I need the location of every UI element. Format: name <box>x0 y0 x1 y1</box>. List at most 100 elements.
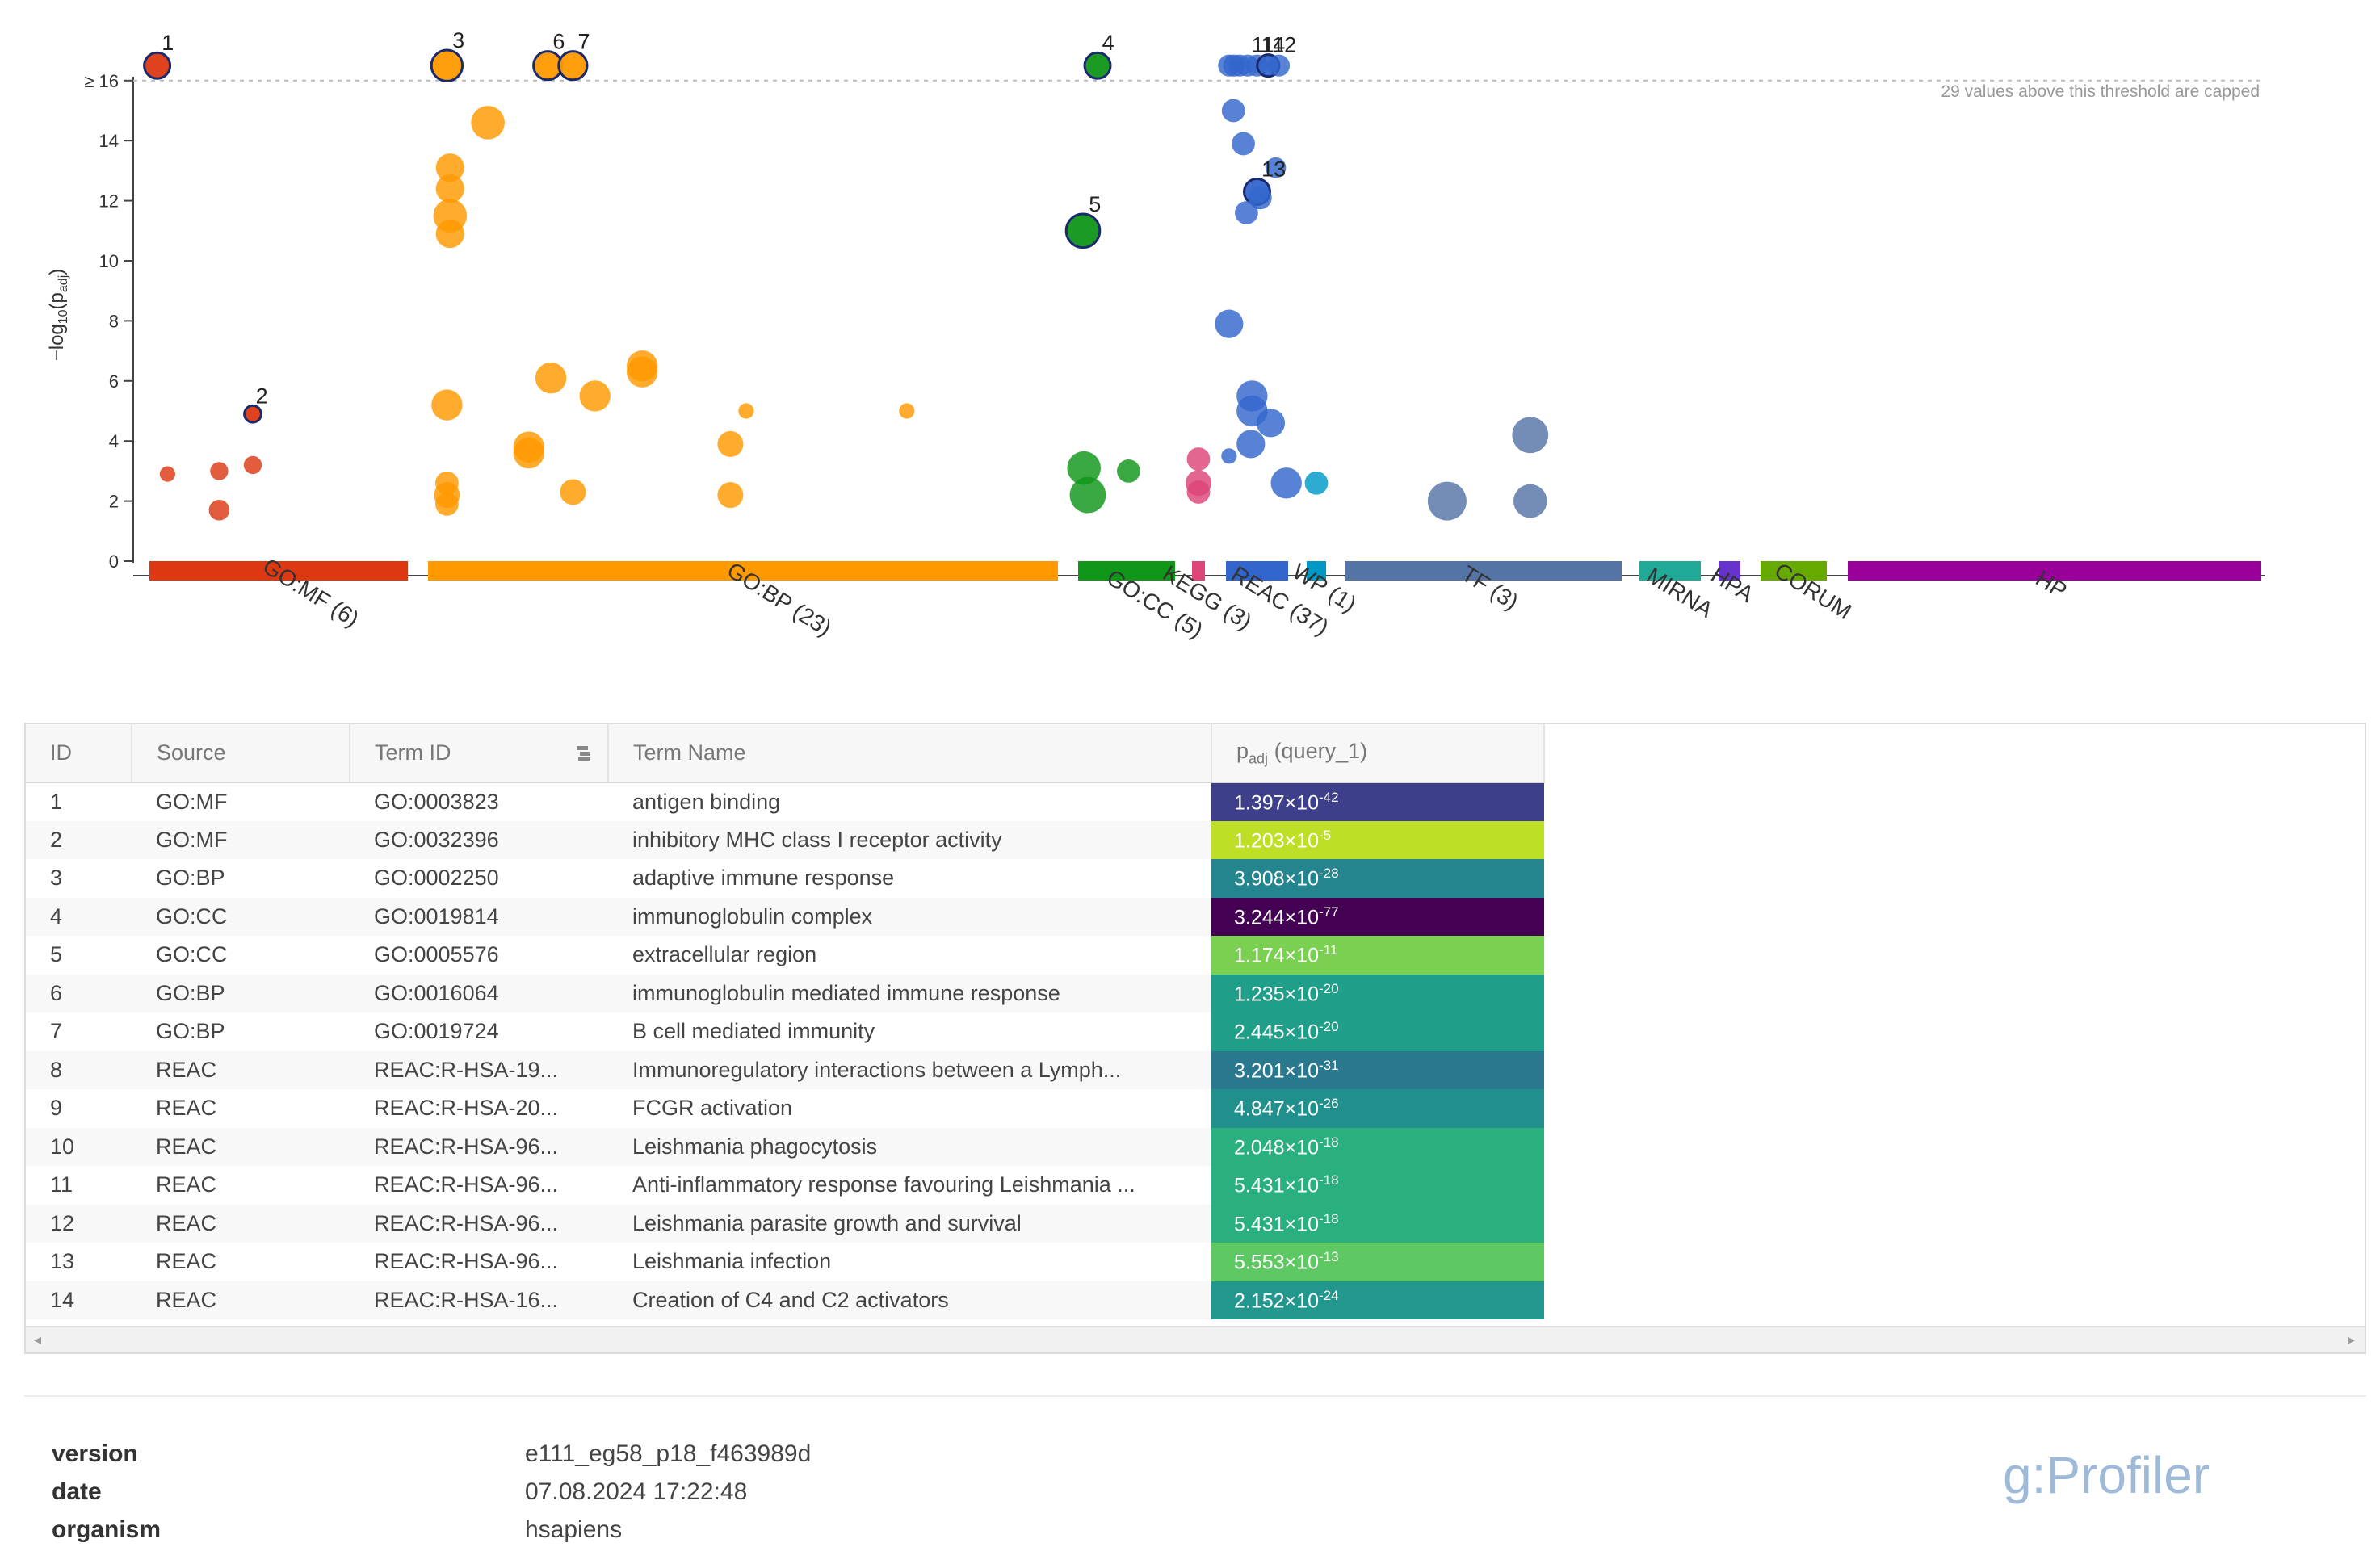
y-tick-label: 0 <box>109 551 119 572</box>
cell-padj: 3.244×10-77 <box>1211 897 1544 936</box>
cell-id: 10 <box>50 1134 75 1159</box>
padj-mantissa: 3.908×10 <box>1234 867 1319 891</box>
cell-source: GO:BP <box>156 1019 225 1044</box>
cell-term-name: Creation of C4 and C2 activators <box>632 1287 949 1312</box>
padj-exponent: -24 <box>1318 1287 1339 1303</box>
table-header-row: ID Source Term ID Term Name padj (query_… <box>26 724 1545 783</box>
y-tick-label: 2 <box>109 492 119 512</box>
cell-id: 1 <box>50 789 63 814</box>
padj-mantissa: 5.553×10 <box>1234 1251 1319 1274</box>
cell-source: REAC <box>156 1096 217 1121</box>
header-id[interactable]: ID <box>26 724 132 783</box>
y-axis-label-part: −log <box>46 324 68 361</box>
scroll-right-icon[interactable]: ▸ <box>2347 1331 2355 1348</box>
source-bar-corum <box>1761 561 1827 581</box>
data-point <box>471 106 505 140</box>
data-point <box>1427 481 1467 521</box>
header-padj[interactable]: padj (query_1) <box>1211 724 1545 783</box>
cell-source: REAC <box>156 1249 217 1274</box>
source-bar-tf <box>1345 561 1622 581</box>
padj-mantissa: 1.174×10 <box>1234 944 1319 967</box>
cell-id: 4 <box>50 903 63 929</box>
padj-exponent: -11 <box>1318 942 1338 958</box>
cell-padj: 1.203×10-5 <box>1211 820 1544 859</box>
cell-id: 8 <box>50 1057 63 1082</box>
data-point <box>1064 212 1102 249</box>
data-point <box>243 455 262 475</box>
scroll-left-icon[interactable]: ◂ <box>34 1331 42 1348</box>
gprofiler-logo[interactable]: g:Profiler <box>2003 1446 2210 1504</box>
data-point <box>579 380 611 412</box>
point-label: 4 <box>1102 31 1114 55</box>
meta-version-value: e111_eg58_p18_f463989d <box>525 1440 812 1467</box>
cell-source: REAC <box>156 1057 217 1082</box>
header-source[interactable]: Source <box>132 724 350 783</box>
cell-padj: 5.431×10-18 <box>1211 1204 1544 1243</box>
cell-padj: 3.201×10-31 <box>1211 1050 1544 1089</box>
data-point <box>208 499 230 521</box>
cell-padj: 2.152×10-24 <box>1211 1281 1544 1319</box>
cell-id: 5 <box>50 942 63 967</box>
cell-term-id: REAC:R-HSA-19... <box>374 1057 559 1082</box>
point-label: 3 <box>452 28 464 52</box>
meta-organism-key: organism <box>52 1516 162 1543</box>
data-point <box>435 153 464 182</box>
data-point <box>1186 447 1211 471</box>
y-tick-label: ≥ 16 <box>84 71 119 91</box>
cell-term-name: Leishmania infection <box>632 1249 832 1274</box>
cell-term-id: GO:0032396 <box>374 827 499 852</box>
data-point <box>430 48 464 82</box>
cell-padj: 1.235×10-20 <box>1211 974 1544 1012</box>
header-term-id[interactable]: Term ID <box>350 724 609 783</box>
point-label: 12 <box>1272 33 1296 57</box>
padj-mantissa: 1.235×10 <box>1234 982 1319 1005</box>
padj-mantissa: 2.048×10 <box>1234 1135 1319 1159</box>
padj-mantissa: 2.445×10 <box>1234 1021 1319 1044</box>
point-label: 2 <box>256 384 268 408</box>
cell-padj: 4.847×10-26 <box>1211 1089 1544 1128</box>
cell-term-id: REAC:R-HSA-96... <box>374 1210 559 1235</box>
filter-icon[interactable] <box>575 744 593 763</box>
data-point <box>1512 417 1549 454</box>
data-point <box>1248 186 1272 210</box>
point-label: 7 <box>578 30 590 54</box>
data-point <box>1265 157 1287 178</box>
cell-id: 7 <box>50 1019 63 1044</box>
data-point <box>1270 467 1302 499</box>
cell-term-id: REAC:R-HSA-96... <box>374 1249 559 1274</box>
cell-term-id: GO:0003823 <box>374 789 499 814</box>
results-table: ID Source Term ID Term Name padj (query_… <box>26 724 1545 1319</box>
results-table-panel: ID Source Term ID Term Name padj (query_… <box>24 723 2366 1354</box>
data-point <box>1267 54 1291 77</box>
source-bar-go-cc <box>1078 561 1175 581</box>
y-tick-label: 10 <box>99 251 119 271</box>
point-label: 5 <box>1089 192 1101 216</box>
data-point <box>1513 484 1547 518</box>
padj-exponent: -20 <box>1318 1019 1339 1035</box>
cell-padj: 2.445×10-20 <box>1211 1012 1544 1051</box>
header-term-name[interactable]: Term Name <box>608 724 1212 783</box>
data-point <box>560 479 586 505</box>
padj-mantissa: 5.431×10 <box>1234 1212 1319 1235</box>
source-bar-hp <box>1848 561 2261 581</box>
y-tick-label: 14 <box>99 131 119 151</box>
source-bar-hpa <box>1719 561 1740 581</box>
horizontal-scrollbar[interactable]: ◂ ▸ <box>26 1326 2365 1352</box>
cell-term-id: GO:0005576 <box>374 942 499 967</box>
